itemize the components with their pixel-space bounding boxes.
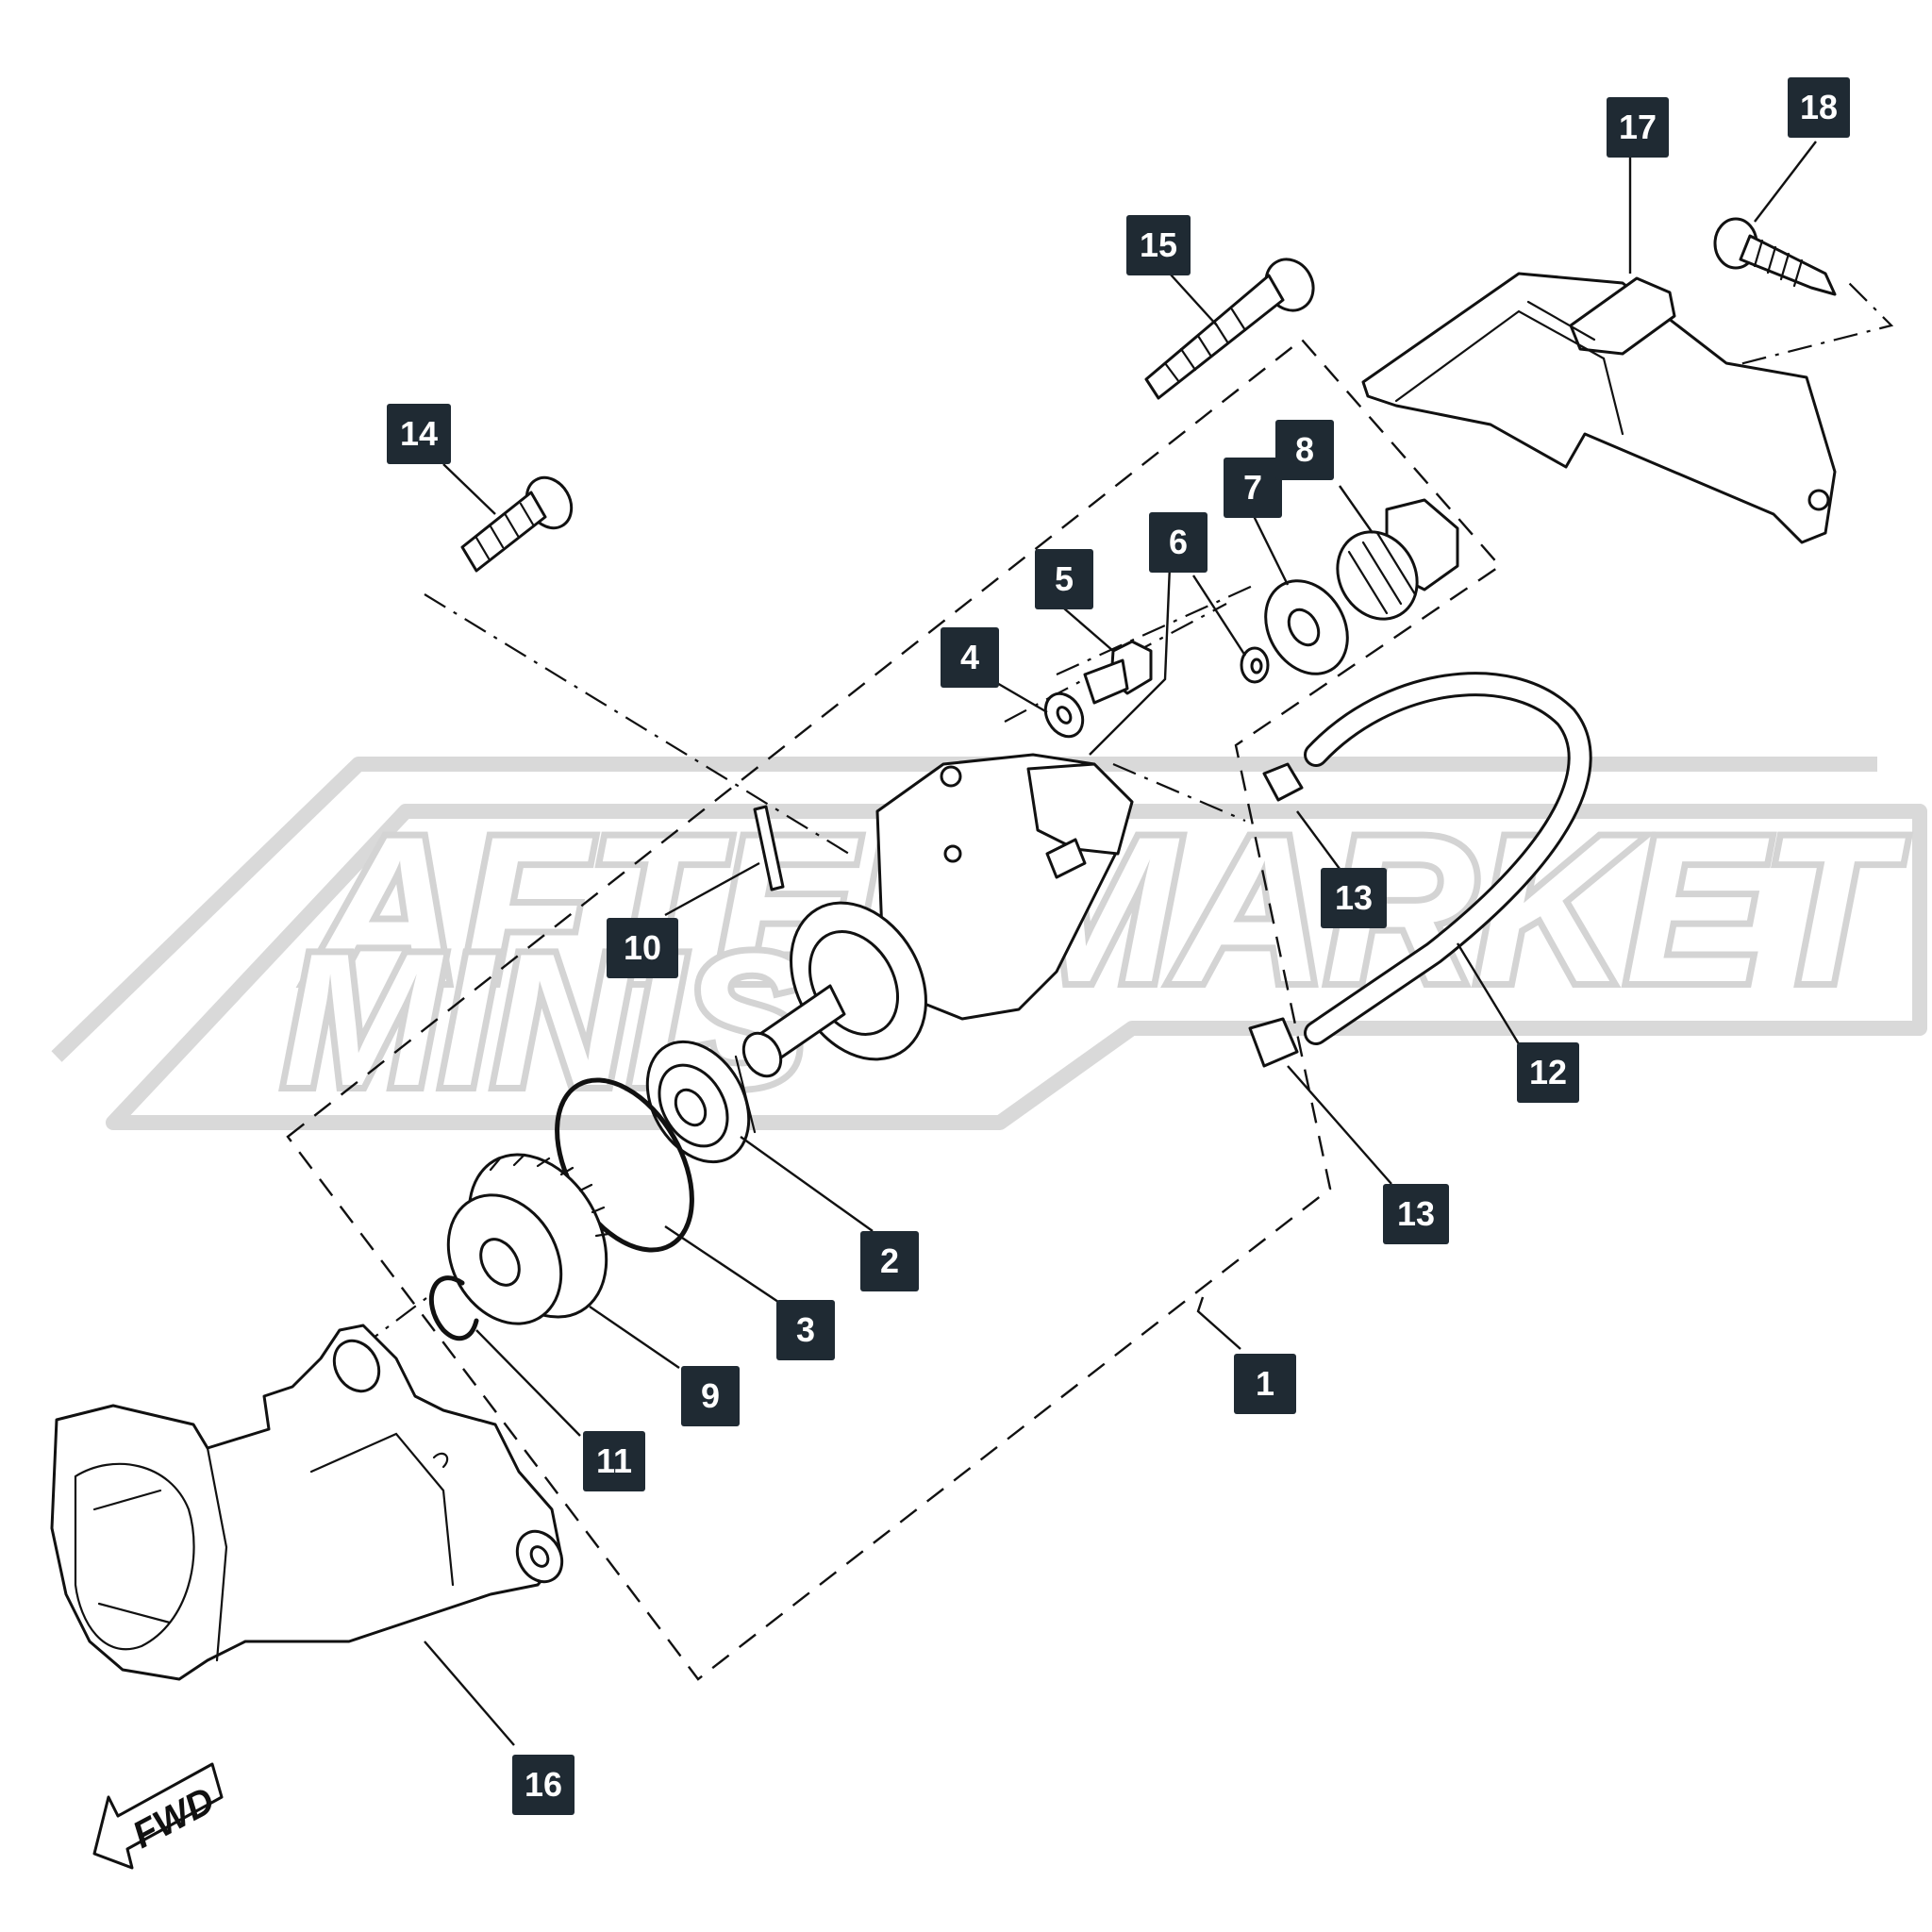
callout-12: 12: [1517, 1042, 1579, 1103]
callout-8: 8: [1275, 420, 1334, 480]
leader-lines: [424, 141, 1817, 1746]
washer-part-4: [1043, 691, 1085, 739]
callout-7-label: 7: [1243, 468, 1262, 507]
callout-8-label: 8: [1295, 430, 1314, 469]
circlip-part-11: [428, 1275, 479, 1341]
callout-17: 17: [1607, 97, 1669, 158]
pump-body: [741, 753, 1134, 1078]
callout-4: 4: [941, 627, 999, 688]
callout-18: 18: [1788, 77, 1850, 138]
screw-part-18: [1713, 217, 1837, 296]
banjo-bolt-part-5: [1083, 640, 1153, 705]
callout-2-label: 2: [880, 1241, 899, 1280]
callout-15: 15: [1126, 215, 1191, 275]
callout-13-lower-label: 13: [1397, 1194, 1435, 1233]
callout-7: 7: [1224, 458, 1282, 518]
callout-6: 6: [1149, 512, 1208, 573]
callout-14: 14: [387, 404, 451, 464]
housing-part-16: [50, 1324, 564, 1681]
forward-direction-arrow: FWD: [92, 1762, 224, 1870]
callout-12-label: 12: [1529, 1053, 1567, 1091]
callout-11: 11: [583, 1431, 645, 1491]
washer-part-6: [1240, 646, 1270, 684]
callout-1: 1: [1234, 1354, 1296, 1414]
callout-17-label: 17: [1619, 108, 1657, 146]
washer-part-7: [1264, 579, 1349, 675]
callout-18-label: 18: [1800, 88, 1838, 126]
callout-13-upper: 13: [1321, 868, 1387, 928]
plug-part-8: [1336, 498, 1459, 621]
callout-5: 5: [1035, 549, 1093, 609]
callout-5-label: 5: [1055, 559, 1074, 598]
callout-16-label: 16: [525, 1765, 562, 1804]
bracket-part-17: [1361, 272, 1837, 544]
dowel-pin-part-10: [753, 805, 785, 891]
callout-9-label: 9: [701, 1376, 720, 1415]
long-bolt-part-15: [1144, 258, 1315, 400]
hose-clip-part-13-upper: [1262, 762, 1304, 802]
callout-1-label: 1: [1256, 1364, 1274, 1403]
callout-3: 3: [776, 1300, 835, 1360]
hose-part-12: [1304, 672, 1592, 1045]
callout-10: 10: [607, 918, 678, 978]
callout-13-lower: 13: [1383, 1184, 1449, 1244]
gear-part-9: [446, 1153, 610, 1325]
short-bolt-part-14: [460, 475, 574, 573]
callout-4-label: 4: [960, 638, 979, 676]
pump-assembly-boundary: [286, 338, 1502, 1681]
callout-2: 2: [860, 1231, 919, 1291]
callout-10-label: 10: [624, 928, 661, 967]
callout-13-upper-label: 13: [1335, 878, 1373, 917]
callout-6-label: 6: [1169, 523, 1188, 561]
callout-11-label: 11: [596, 1441, 632, 1480]
callout-14-label: 14: [400, 414, 438, 453]
callout-3-label: 3: [796, 1310, 815, 1349]
callout-15-label: 15: [1140, 225, 1177, 264]
hose-clip-part-13-lower: [1248, 1017, 1299, 1068]
callout-9: 9: [681, 1366, 740, 1426]
callout-16: 16: [512, 1755, 575, 1815]
